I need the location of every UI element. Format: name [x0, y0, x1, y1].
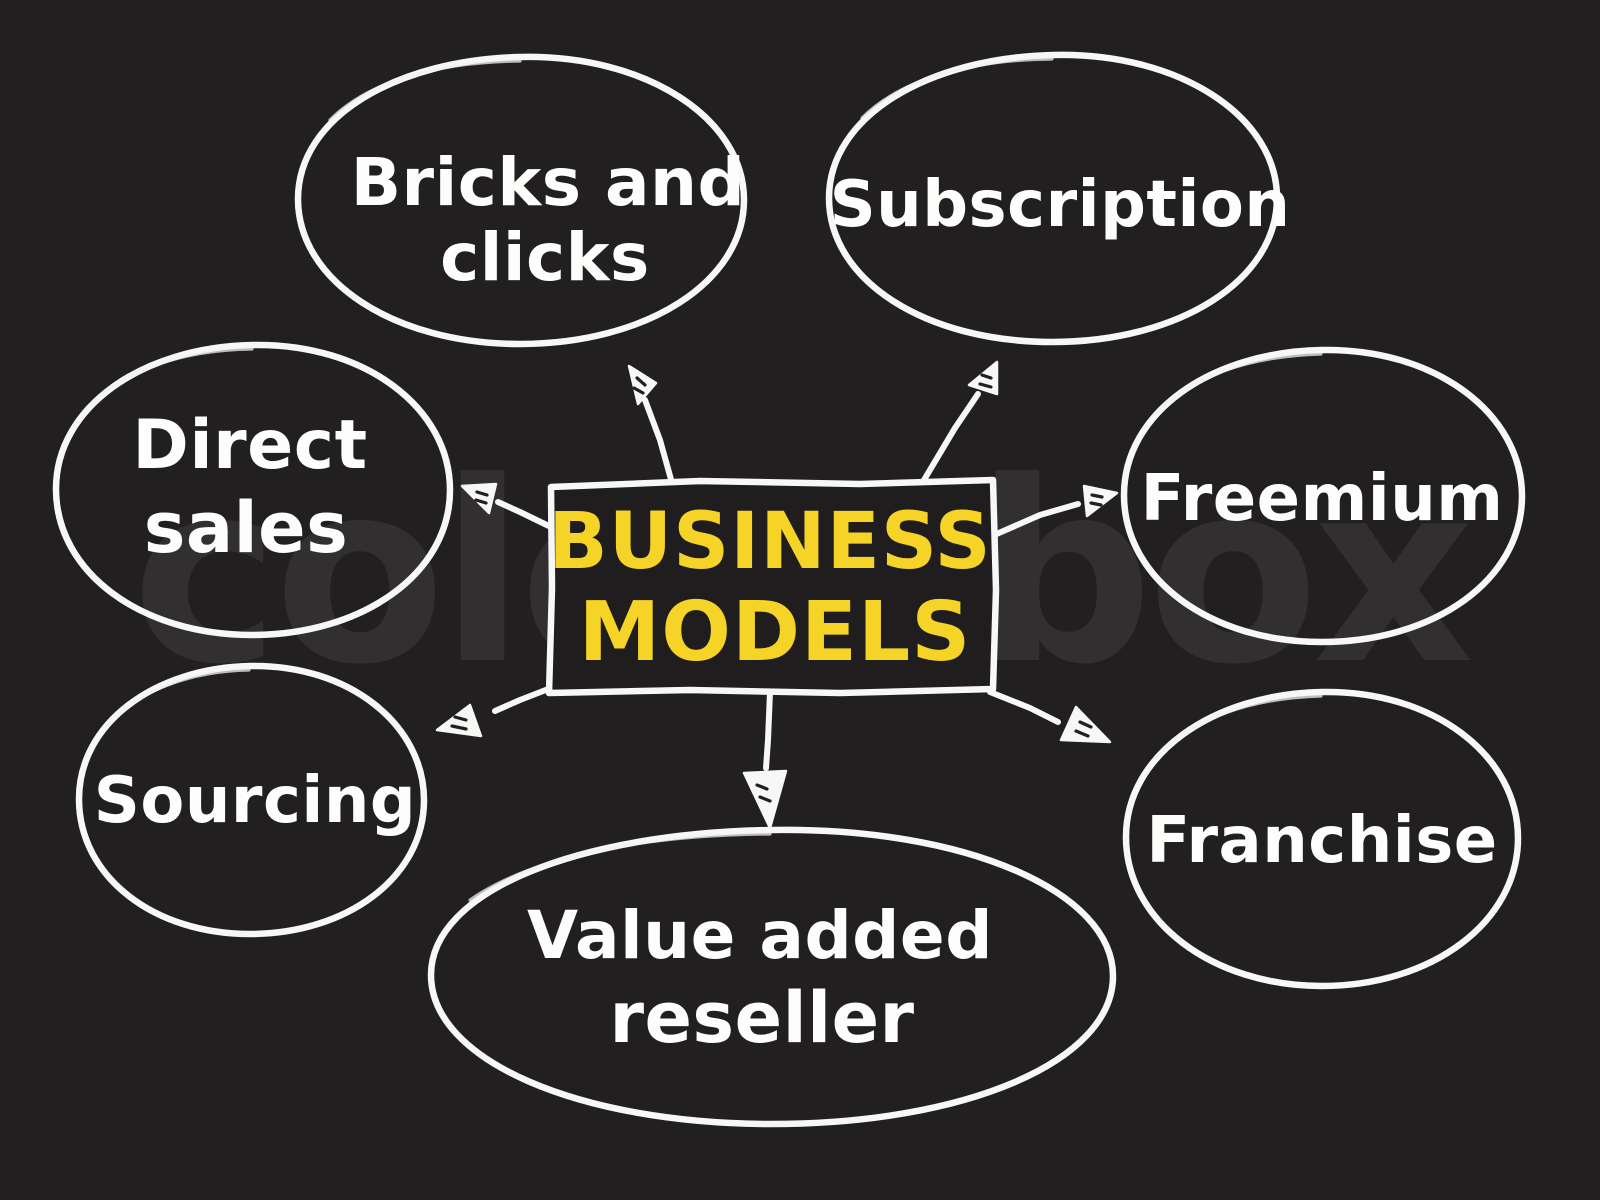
node-franchise-sketch: [1154, 694, 1323, 760]
node-direct-sales[interactable]: Direct sales: [52, 341, 454, 639]
node-freemium-sketch: [1152, 352, 1323, 418]
node-bricks-and-clicks-line-1: Bricks and: [351, 144, 746, 221]
node-franchise-outline: [1122, 688, 1522, 990]
node-bricks-and-clicks[interactable]: Bricks and clicks: [294, 53, 748, 348]
node-bricks-and-clicks-sketch: [328, 59, 522, 122]
node-sourcing-sketch: [104, 668, 251, 728]
node-direct-sales-line-1: Direct: [132, 406, 367, 485]
node-value-added-reseller-sketch: [468, 832, 772, 902]
node-direct-sales-line-2: sales: [144, 487, 349, 569]
node-value-added-reseller-outline: [427, 826, 1117, 1128]
connector-to-franchise: [987, 689, 1112, 744]
node-value-added-reseller[interactable]: Value added reseller: [427, 826, 1117, 1128]
node-subscription-label: Subscription: [830, 168, 1291, 242]
node-sourcing-outline: [75, 662, 428, 938]
center-title-line-1: BUSINESS: [548, 497, 991, 587]
connector-to-bricks-and-clicks: [627, 364, 675, 486]
node-sourcing-label: Sourcing: [94, 764, 416, 838]
node-subscription[interactable]: Subscription: [825, 51, 1291, 346]
node-franchise[interactable]: Franchise: [1122, 688, 1522, 990]
node-freemium-outline: [1120, 346, 1526, 646]
connector-to-value-added-reseller: [742, 689, 788, 830]
node-freemium-label: Freemium: [1141, 462, 1504, 536]
connector-to-subscription: [921, 360, 999, 483]
connector-to-direct-sales: [460, 482, 556, 531]
node-bricks-and-clicks-line-2: clicks: [440, 219, 650, 296]
node-franchise-label: Franchise: [1146, 804, 1497, 878]
node-sourcing[interactable]: Sourcing: [75, 662, 428, 938]
node-value-added-reseller-line-2: reseller: [609, 977, 914, 1059]
node-freemium[interactable]: Freemium: [1120, 346, 1526, 646]
node-direct-sales-outline: [52, 341, 454, 639]
node-direct-sales-sketch: [84, 347, 254, 412]
node-bricks-and-clicks-outline: [294, 53, 748, 348]
center-node-business-models[interactable]: BUSINESS MODELS: [545, 476, 1000, 697]
node-subscription-outline: [825, 51, 1281, 346]
center-node-outline: [545, 476, 1000, 697]
center-title-line-2: MODELS: [579, 585, 972, 680]
node-value-added-reseller-line-1: Value added: [527, 897, 993, 974]
connector-to-freemium: [989, 484, 1119, 539]
node-subscription-sketch: [860, 57, 1054, 120]
connector-to-sourcing: [435, 683, 559, 738]
